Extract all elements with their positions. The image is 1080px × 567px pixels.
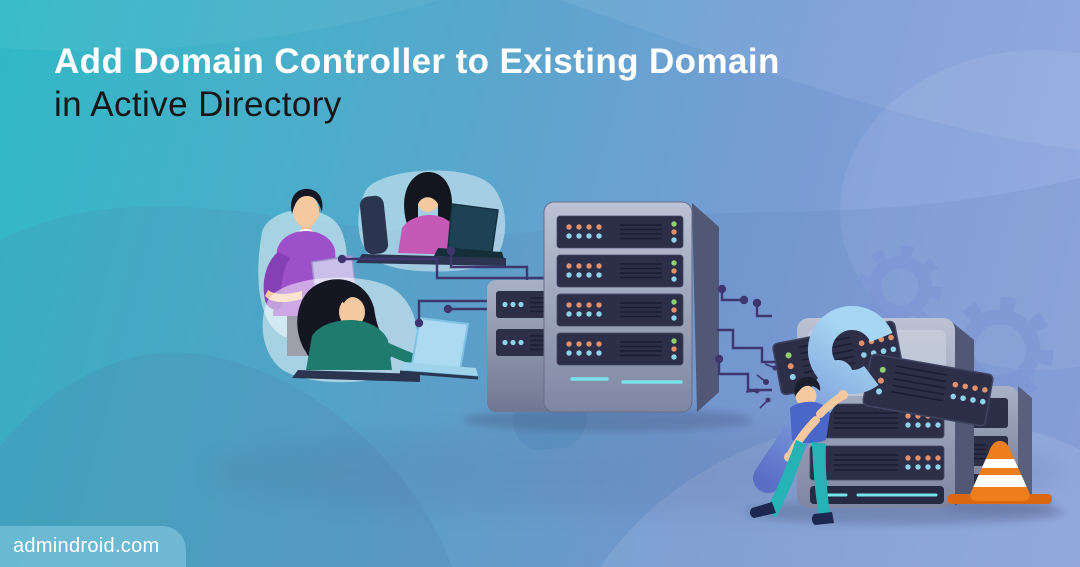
server-unit [556, 332, 684, 366]
network-circuit-links-left [337, 246, 548, 328]
admin-user-with-laptop-teal [262, 277, 479, 383]
server-unit [496, 291, 554, 318]
website-pill: admindroid.com [0, 526, 186, 567]
server-unit [809, 445, 945, 481]
desk [292, 370, 420, 382]
hair [794, 376, 821, 397]
hair [291, 188, 323, 214]
banner-title: Add Domain Controller to Existing Domain… [54, 40, 780, 126]
server-unit-tilted [862, 353, 994, 427]
title-line-2: in Active Directory [54, 85, 342, 124]
title-line-1: Add Domain Controller to Existing Domain [54, 42, 780, 81]
server-unit [556, 215, 684, 249]
secondary-server-rack-left [487, 280, 561, 412]
admin-user-with-laptop-magenta [356, 170, 506, 272]
engineer-with-wrench [749, 376, 848, 525]
network-spark-dots [745, 363, 778, 409]
traffic-cone [944, 441, 1056, 514]
server-unit [556, 293, 684, 327]
laptop-icon [399, 316, 479, 380]
primary-domain-controller-rack [543, 201, 719, 413]
website-label: admindroid.com [13, 535, 160, 557]
server-unit [556, 254, 684, 288]
rack-shadow [463, 408, 753, 432]
hair [404, 172, 453, 229]
gear-icon [858, 245, 942, 329]
status-stripes [570, 377, 683, 384]
